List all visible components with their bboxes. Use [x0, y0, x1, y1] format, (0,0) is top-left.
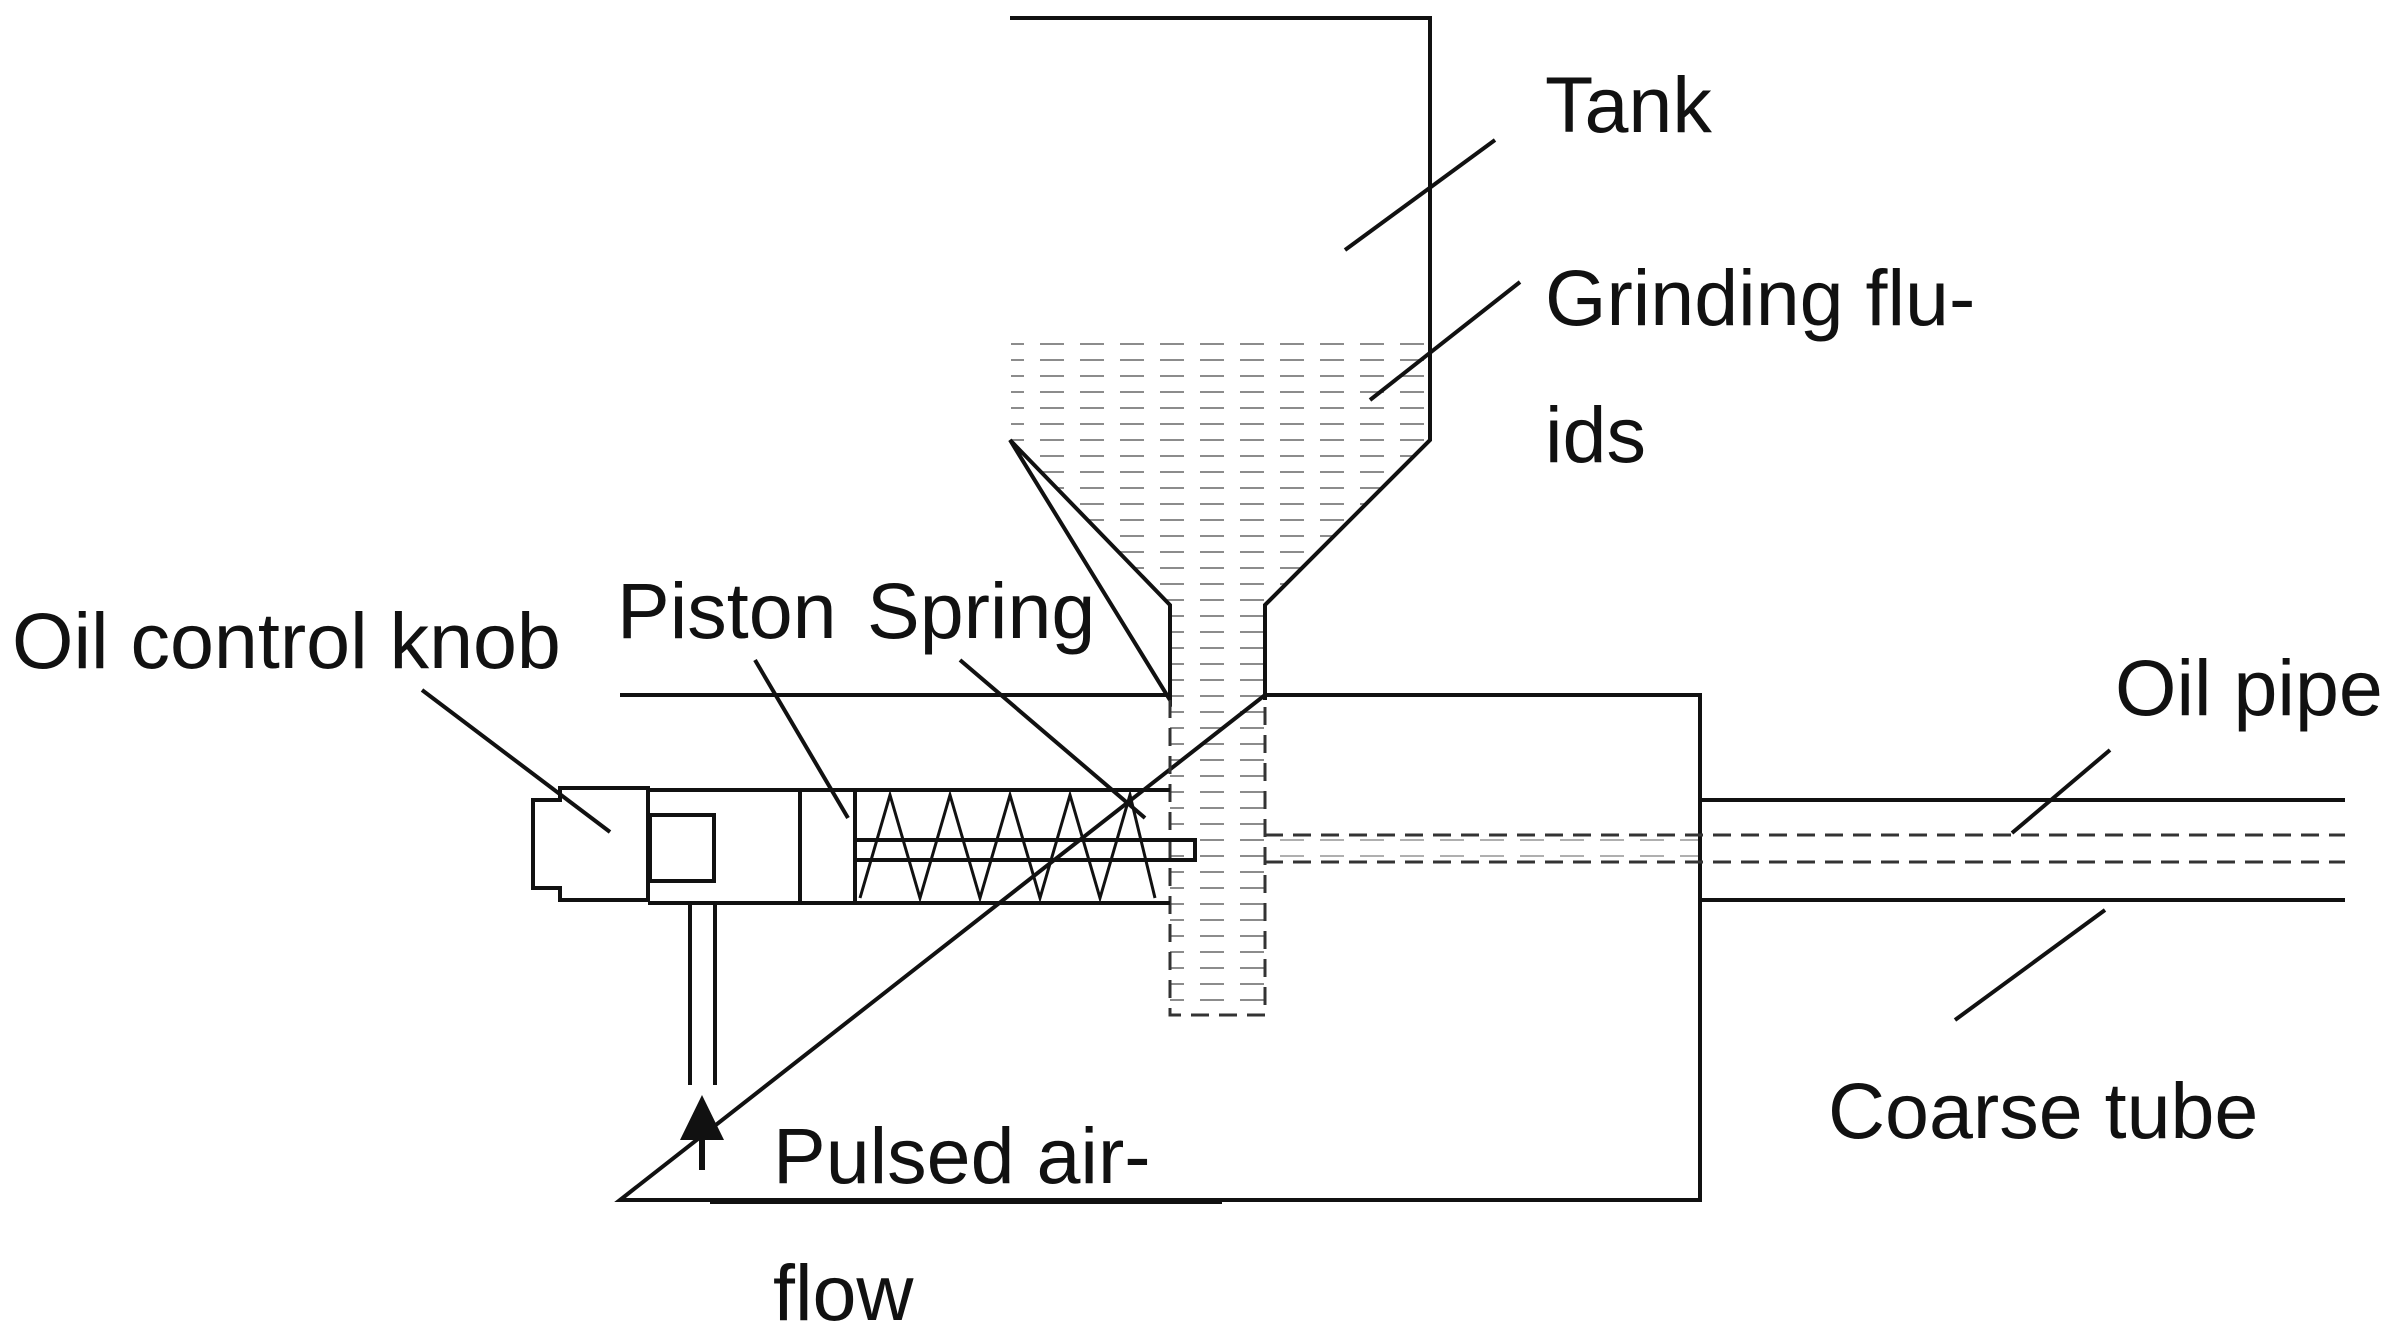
housing-block [614, 693, 1702, 1202]
label-pulsed-airflow-2: flow [773, 1248, 914, 1332]
label-grinding-fluids-2: ids [1545, 390, 1646, 479]
oil-passage [1265, 833, 2345, 864]
label-coarse-tube: Coarse tube [1828, 1066, 2258, 1155]
fluid-channel [1168, 700, 1267, 1017]
oil-control-knob [531, 786, 650, 902]
airflow-arrow-icon [680, 1095, 724, 1170]
needle-rod [853, 838, 1197, 862]
spring [858, 789, 1157, 904]
tank-outline [1008, 16, 1432, 708]
grinding-fluid-fill [1011, 340, 1700, 1015]
label-tank: Tank [1545, 60, 1712, 149]
leader-piston [753, 658, 850, 820]
label-spring: Spring [867, 566, 1095, 655]
leader-coarse-tube [1953, 908, 2107, 1022]
leader-oil-control-knob [420, 688, 612, 834]
leader-grinding-fluids [1368, 280, 1522, 402]
label-piston: Piston [617, 566, 837, 655]
label-oil-pipe: Oil pipe [2115, 643, 2383, 732]
leader-oil-pipe [2010, 748, 2112, 835]
leader-tank [1343, 138, 1497, 252]
label-grinding-fluids-1: Grinding flu- [1545, 253, 1975, 342]
label-oil-control-knob: Oil control knob [12, 596, 561, 685]
label-pulsed-airflow-1: Pulsed air- [773, 1111, 1151, 1200]
knob-plug [648, 813, 716, 883]
leader-spring [958, 658, 1147, 820]
